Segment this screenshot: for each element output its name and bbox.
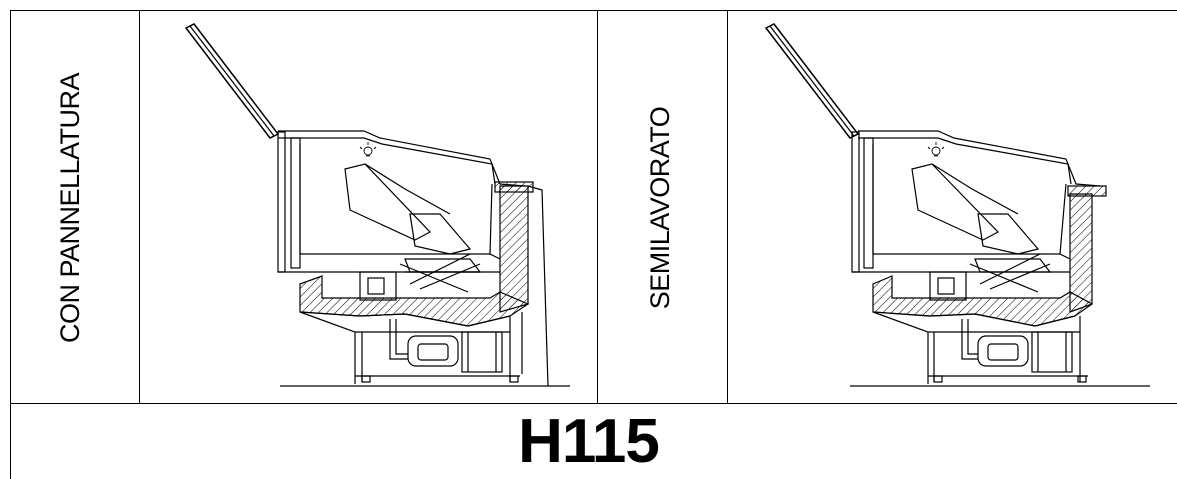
counter-section-drawing-panelled [184,23,570,387]
column-divider-1 [139,10,140,403]
label-con-pannellatura: CON PANNELLATURA [54,72,85,344]
table-left-border [10,10,11,479]
lamp-icon [927,142,945,157]
table-top-border [10,10,1177,11]
label-semilavorato: SEMILAVORATO [644,106,675,310]
counter-section-drawing-semifinished [764,23,1150,387]
table-middle-border [10,403,1177,404]
model-code: H115 [518,407,660,476]
lamp-icon [359,142,377,157]
column-divider-3 [727,10,728,403]
column-divider-2 [597,10,598,403]
